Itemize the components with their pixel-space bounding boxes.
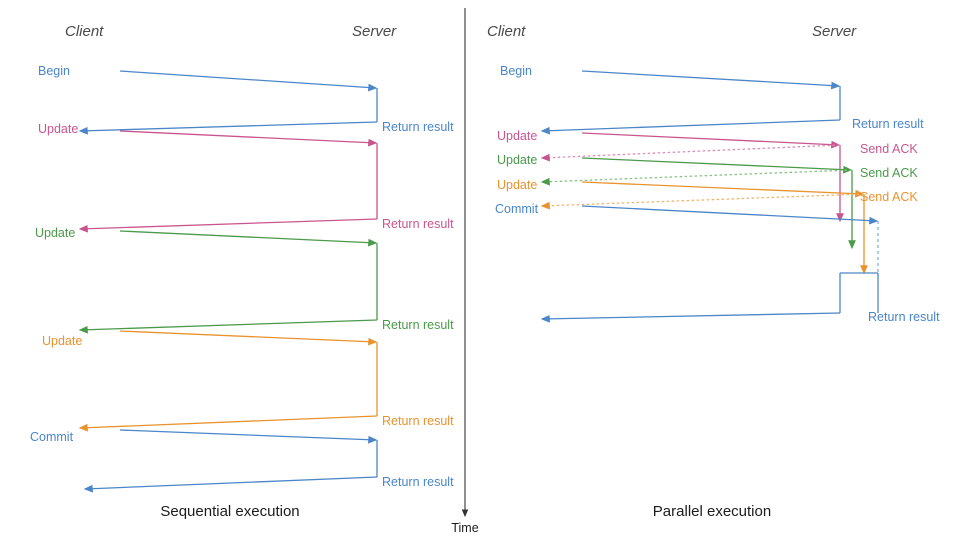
client-lane-header: Client (65, 23, 104, 40)
response-arrow (83, 476, 378, 493)
server-response-label: Return result (382, 414, 454, 428)
client-message-label: Update (497, 129, 537, 143)
client-lane-header: Client (487, 23, 526, 40)
response-arrow (540, 119, 841, 135)
response-arrow (540, 144, 841, 162)
client-message-label: Update (497, 153, 537, 167)
server-response-label: Send ACK (860, 166, 918, 180)
request-arrow (119, 130, 378, 147)
server-response-label: Return result (382, 475, 454, 489)
server-lane-header: Server (352, 23, 397, 40)
client-message-label: Commit (30, 430, 74, 444)
response-arrow (78, 121, 378, 135)
panel-caption: Sequential execution (160, 503, 299, 520)
client-message-label: Commit (495, 202, 539, 216)
time-axis-label: Time (451, 521, 478, 535)
request-arrow (581, 70, 841, 90)
request-arrow (119, 230, 378, 247)
server-response-label: Return result (382, 318, 454, 332)
panel-caption: Parallel execution (653, 503, 771, 520)
client-message-label: Update (35, 226, 75, 240)
server-response-label: Return result (852, 117, 924, 131)
request-arrow (581, 205, 879, 225)
request-arrow (581, 157, 853, 174)
server-response-label: Return result (382, 217, 454, 231)
client-message-label: Update (497, 178, 537, 192)
request-arrow (119, 330, 378, 346)
response-arrow (540, 193, 865, 210)
request-arrow (119, 429, 378, 444)
server-lane-header: Server (812, 23, 857, 40)
server-response-label: Return result (382, 120, 454, 134)
response-arrow (78, 319, 378, 334)
server-response-label: Send ACK (860, 190, 918, 204)
server-response-label: Send ACK (860, 142, 918, 156)
request-arrow (581, 181, 865, 198)
response-arrow (78, 218, 378, 233)
response-arrow (540, 169, 853, 186)
client-message-label: Begin (500, 64, 532, 78)
client-message-label: Update (38, 122, 78, 136)
response-arrow (540, 312, 841, 323)
response-arrow (78, 415, 378, 432)
client-message-label: Begin (38, 64, 70, 78)
request-arrow (119, 70, 378, 92)
server-response-label: Return result (868, 310, 940, 324)
client-message-label: Update (42, 334, 82, 348)
request-arrow (581, 132, 841, 149)
time-axis-group: Time (451, 8, 479, 535)
